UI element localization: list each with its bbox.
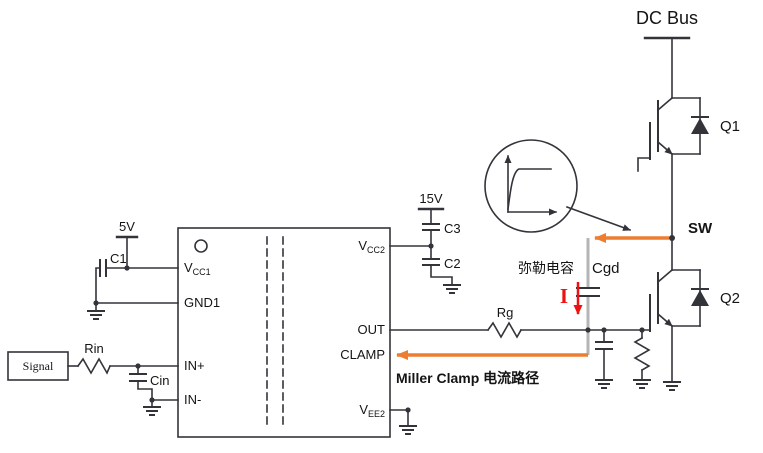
diode-triangle: [691, 118, 709, 134]
inset-pointer-arrow: [565, 205, 632, 232]
gate-driver-ic: VCC1 GND1 IN+ IN- VCC2 OUT CLAMP VEE2: [177, 227, 391, 438]
junction-dot: [405, 407, 411, 413]
junction-dot: [93, 300, 99, 306]
label-dc-bus: DC Bus: [636, 8, 698, 28]
c2-capacitor: C2: [422, 256, 461, 271]
sw-node: SW: [669, 220, 713, 241]
junction-dot: [149, 397, 155, 403]
ground-symbol: [87, 302, 105, 320]
junction-dot: [124, 265, 130, 271]
inset-circle: [484, 139, 578, 233]
label-rg: Rg: [497, 305, 514, 320]
label-q2: Q2: [720, 290, 740, 307]
label-q1: Q1: [720, 118, 740, 135]
q2-igbt: Q2: [649, 237, 740, 391]
label-cgd: Cgd: [592, 260, 620, 277]
c3-capacitor: C3: [422, 221, 461, 236]
pin-label-clamp: CLAMP: [340, 347, 385, 362]
pin-label-gnd1: GND1: [184, 295, 220, 310]
collector-lead: [656, 268, 674, 284]
primary-supply: 5V C1: [87, 219, 179, 320]
label-c2: C2: [444, 256, 461, 271]
pin-label-vcc2: VCC2: [358, 238, 385, 255]
cin-capacitor: Cin: [129, 365, 170, 401]
pin-label-vee2: VEE2: [359, 402, 385, 419]
q1-freewheel-diode: [671, 97, 709, 155]
gate-emitter-capacitor: [595, 329, 613, 389]
waveform-inset: [484, 139, 632, 233]
vee2-ground: [389, 407, 417, 435]
ground-symbol: [663, 381, 681, 391]
junction-dot: [428, 243, 434, 249]
q1-gate-stub: [637, 157, 651, 172]
label-5v: 5V: [119, 219, 135, 234]
label-clamp-path: Miller Clamp 电流路径: [396, 370, 539, 386]
junction-dot: [601, 327, 607, 333]
signal-input-network: Signal Rin Cin: [7, 341, 179, 416]
emitter-lead: [656, 312, 674, 328]
collector-lead: [656, 96, 674, 112]
ground-symbol: [399, 425, 417, 435]
rin-resistor: [76, 357, 112, 375]
pin-label-in-plus: IN+: [184, 358, 205, 373]
pin-label-out: OUT: [358, 322, 386, 337]
gate-drive-network: Rg: [389, 305, 651, 389]
q2-freewheel-diode: [671, 269, 709, 327]
secondary-supply: 15V C3 C2: [389, 191, 461, 294]
label-15v: 15V: [419, 191, 442, 206]
c1-capacitor: C1: [99, 251, 127, 277]
dc-bus: DC Bus: [636, 8, 698, 99]
junction-dot: [585, 327, 591, 333]
label-signal: Signal: [23, 359, 54, 373]
clamp-current-path: I Miller Clamp 电流路径: [396, 233, 669, 386]
label-rin: Rin: [84, 341, 104, 356]
ground-symbol: [633, 379, 651, 389]
pin-label-vcc1: VCC1: [184, 260, 211, 277]
diode-triangle: [691, 290, 709, 306]
ground-symbol: [443, 284, 461, 294]
rg-resistor: [486, 321, 523, 339]
pin-label-in-minus: IN-: [184, 392, 201, 407]
ground-symbol: [143, 399, 161, 416]
emitter-lead: [656, 140, 674, 156]
junction-dot: [135, 363, 141, 369]
q1-igbt: Q1: [637, 96, 740, 239]
ground-symbol: [595, 379, 613, 389]
pin1-marker-icon: [194, 239, 208, 253]
label-current-i: I: [560, 284, 568, 308]
label-cin: Cin: [150, 373, 170, 388]
gate-emitter-resistor: [633, 329, 651, 389]
label-c3: C3: [444, 221, 461, 236]
gate-voltage-curve: [507, 168, 552, 210]
junction-dot: [639, 327, 645, 333]
label-sw: SW: [688, 220, 713, 237]
label-c1: C1: [110, 251, 127, 266]
miller-capacitor: 弥勒电容 Cgd: [518, 260, 620, 297]
label-miller-cap-cn: 弥勒电容: [518, 260, 574, 276]
